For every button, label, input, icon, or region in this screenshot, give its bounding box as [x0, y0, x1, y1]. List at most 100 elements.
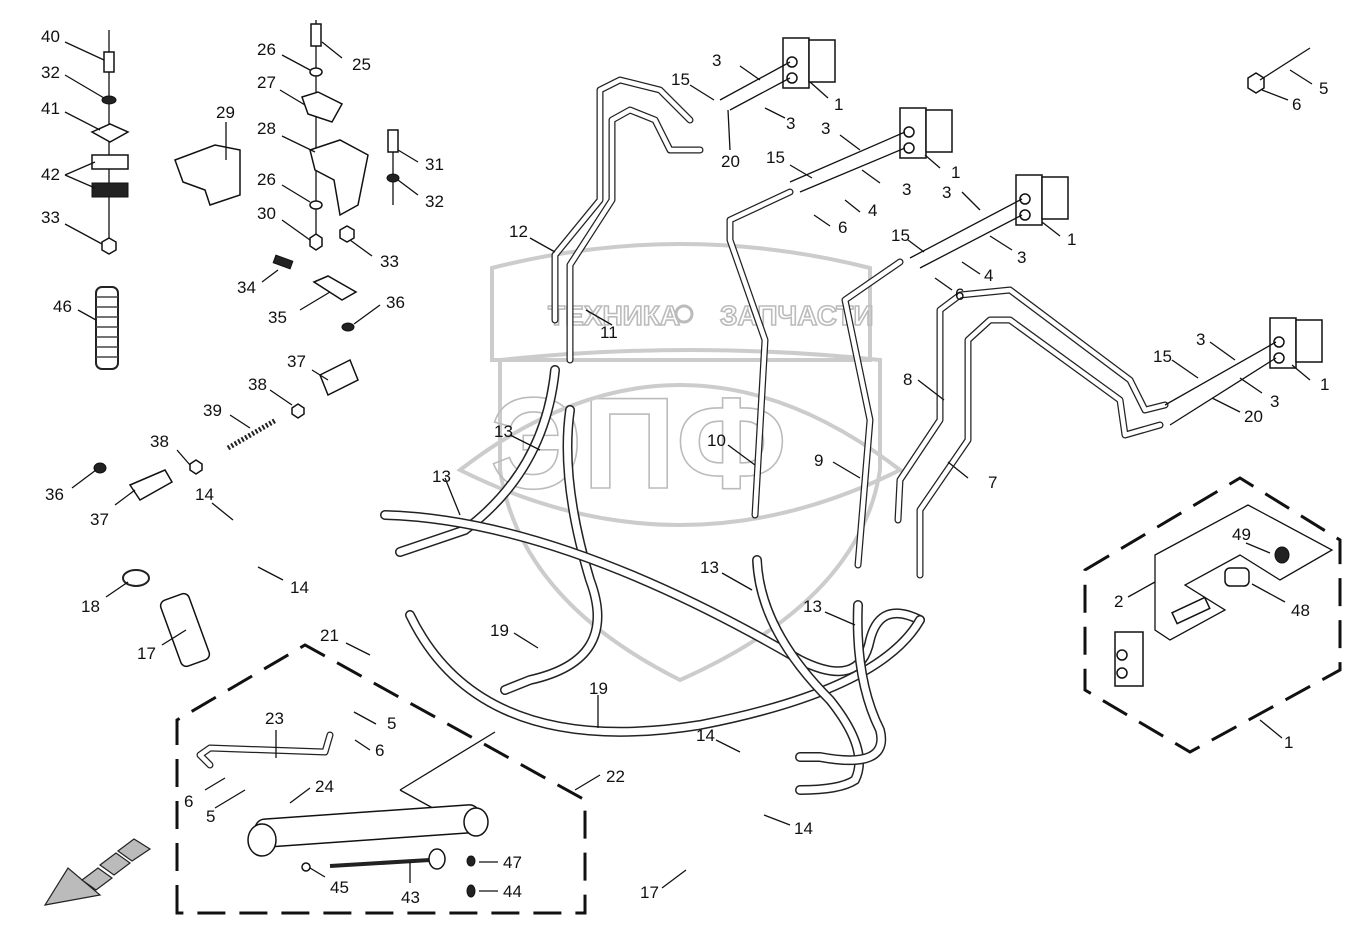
callout-5: 5 [387, 714, 396, 733]
ball-joint-37 [319, 358, 359, 397]
callout-15c: 15 [891, 226, 910, 245]
callout-10: 10 [707, 431, 726, 450]
callout-3g: 3 [1196, 330, 1205, 349]
callout-21: 21 [320, 626, 339, 645]
callout-23: 23 [265, 709, 284, 728]
callout-40: 40 [41, 27, 60, 46]
callout-14d: 14 [794, 819, 813, 838]
callout-1d: 1 [1320, 375, 1329, 394]
callout-14c: 14 [696, 726, 715, 745]
callout-48: 48 [1291, 601, 1310, 620]
callout-18: 18 [81, 597, 100, 616]
callout-42: 42 [41, 165, 60, 184]
callout-37: 37 [287, 352, 306, 371]
watermark-shield [498, 348, 882, 683]
callout-46: 46 [53, 297, 72, 316]
callout-31: 31 [425, 155, 444, 174]
valve-block-1a [782, 37, 836, 89]
callout-15d: 15 [1153, 347, 1172, 366]
callout-5c: 5 [1319, 79, 1328, 98]
callout-1b: 1 [951, 163, 960, 182]
nut-33 [101, 237, 117, 255]
rod-43 [329, 858, 431, 868]
callout-47: 47 [503, 853, 522, 872]
callout-32b: 32 [425, 192, 444, 211]
bracket-28 [309, 139, 369, 217]
lever-35 [312, 275, 358, 301]
callout-14: 14 [195, 485, 214, 504]
direction-arrow-icon [43, 838, 152, 906]
callout-1c: 1 [1067, 230, 1076, 249]
callout-13: 13 [494, 422, 513, 441]
callout-labels: 40 32 41 42 33 46 29 26 25 27 28 31 32 2… [41, 27, 1329, 907]
ball-joint-37b [128, 469, 174, 501]
callout-44: 44 [503, 882, 522, 901]
callout-13c: 13 [700, 558, 719, 577]
callout-34: 34 [237, 278, 256, 297]
callout-3f: 3 [1017, 248, 1026, 267]
repair-kit-box [1083, 476, 1342, 754]
callout-6e: 6 [1292, 95, 1301, 114]
callout-19: 19 [490, 621, 509, 640]
callout-11: 11 [600, 323, 618, 342]
fitting-48 [1224, 567, 1250, 587]
callout-33: 33 [41, 208, 60, 227]
callout-7: 7 [988, 473, 997, 492]
plate-41 [90, 123, 130, 143]
callout-38b: 38 [150, 432, 169, 451]
valve-block-1c [1015, 174, 1069, 226]
callout-37b: 37 [90, 510, 109, 529]
callout-1: 1 [834, 95, 843, 114]
callout-5b: 5 [206, 807, 215, 826]
screw-25 [310, 23, 322, 47]
callout-3: 3 [712, 51, 721, 70]
callout-1e: 1 [1284, 733, 1293, 752]
callout-3e: 3 [942, 183, 951, 202]
callout-6d: 6 [955, 285, 964, 304]
watermark-gear-icon [674, 304, 694, 324]
watermark-ellipse [456, 383, 904, 527]
callout-24: 24 [315, 777, 334, 796]
callout-33b: 33 [380, 252, 399, 271]
callout-38: 38 [248, 375, 267, 394]
callout-3b: 3 [786, 114, 795, 133]
callout-3d: 3 [902, 180, 911, 199]
callout-36b: 36 [45, 485, 64, 504]
callout-43: 43 [401, 888, 420, 907]
washer-18 [122, 569, 150, 587]
callout-27: 27 [257, 73, 276, 92]
callout-45: 45 [330, 878, 349, 897]
callout-32: 32 [41, 63, 60, 82]
callout-12: 12 [509, 222, 528, 241]
cylinder-eye-left [247, 823, 277, 857]
callout-2: 2 [1114, 592, 1123, 611]
valve-blocks [719, 37, 1323, 426]
valve-block-1b [899, 107, 953, 159]
threaded-rod-39 [226, 417, 278, 451]
callout-15b: 15 [766, 148, 785, 167]
callout-39: 39 [203, 401, 222, 420]
clip-27 [301, 91, 344, 123]
callout-30: 30 [257, 204, 276, 223]
callout-17b: 17 [640, 883, 659, 902]
callout-19b: 19 [589, 679, 608, 698]
mounting-hardware [90, 20, 400, 668]
callout-15: 15 [671, 70, 690, 89]
callout-6: 6 [375, 741, 384, 760]
bolt-34 [272, 254, 294, 270]
callout-9: 9 [814, 451, 823, 470]
clamp-42-bottom [91, 182, 129, 198]
clamp-42-top [91, 154, 129, 170]
callout-13b: 13 [432, 467, 451, 486]
callout-41: 41 [41, 99, 60, 118]
callout-13d: 13 [803, 597, 822, 616]
callout-35: 35 [268, 308, 287, 327]
callout-28: 28 [257, 119, 276, 138]
callout-3h: 3 [1270, 392, 1279, 411]
cylinder-22 [254, 804, 481, 848]
callout-26: 26 [257, 40, 276, 59]
washer-32 [101, 95, 117, 105]
callout-29: 29 [216, 103, 235, 122]
